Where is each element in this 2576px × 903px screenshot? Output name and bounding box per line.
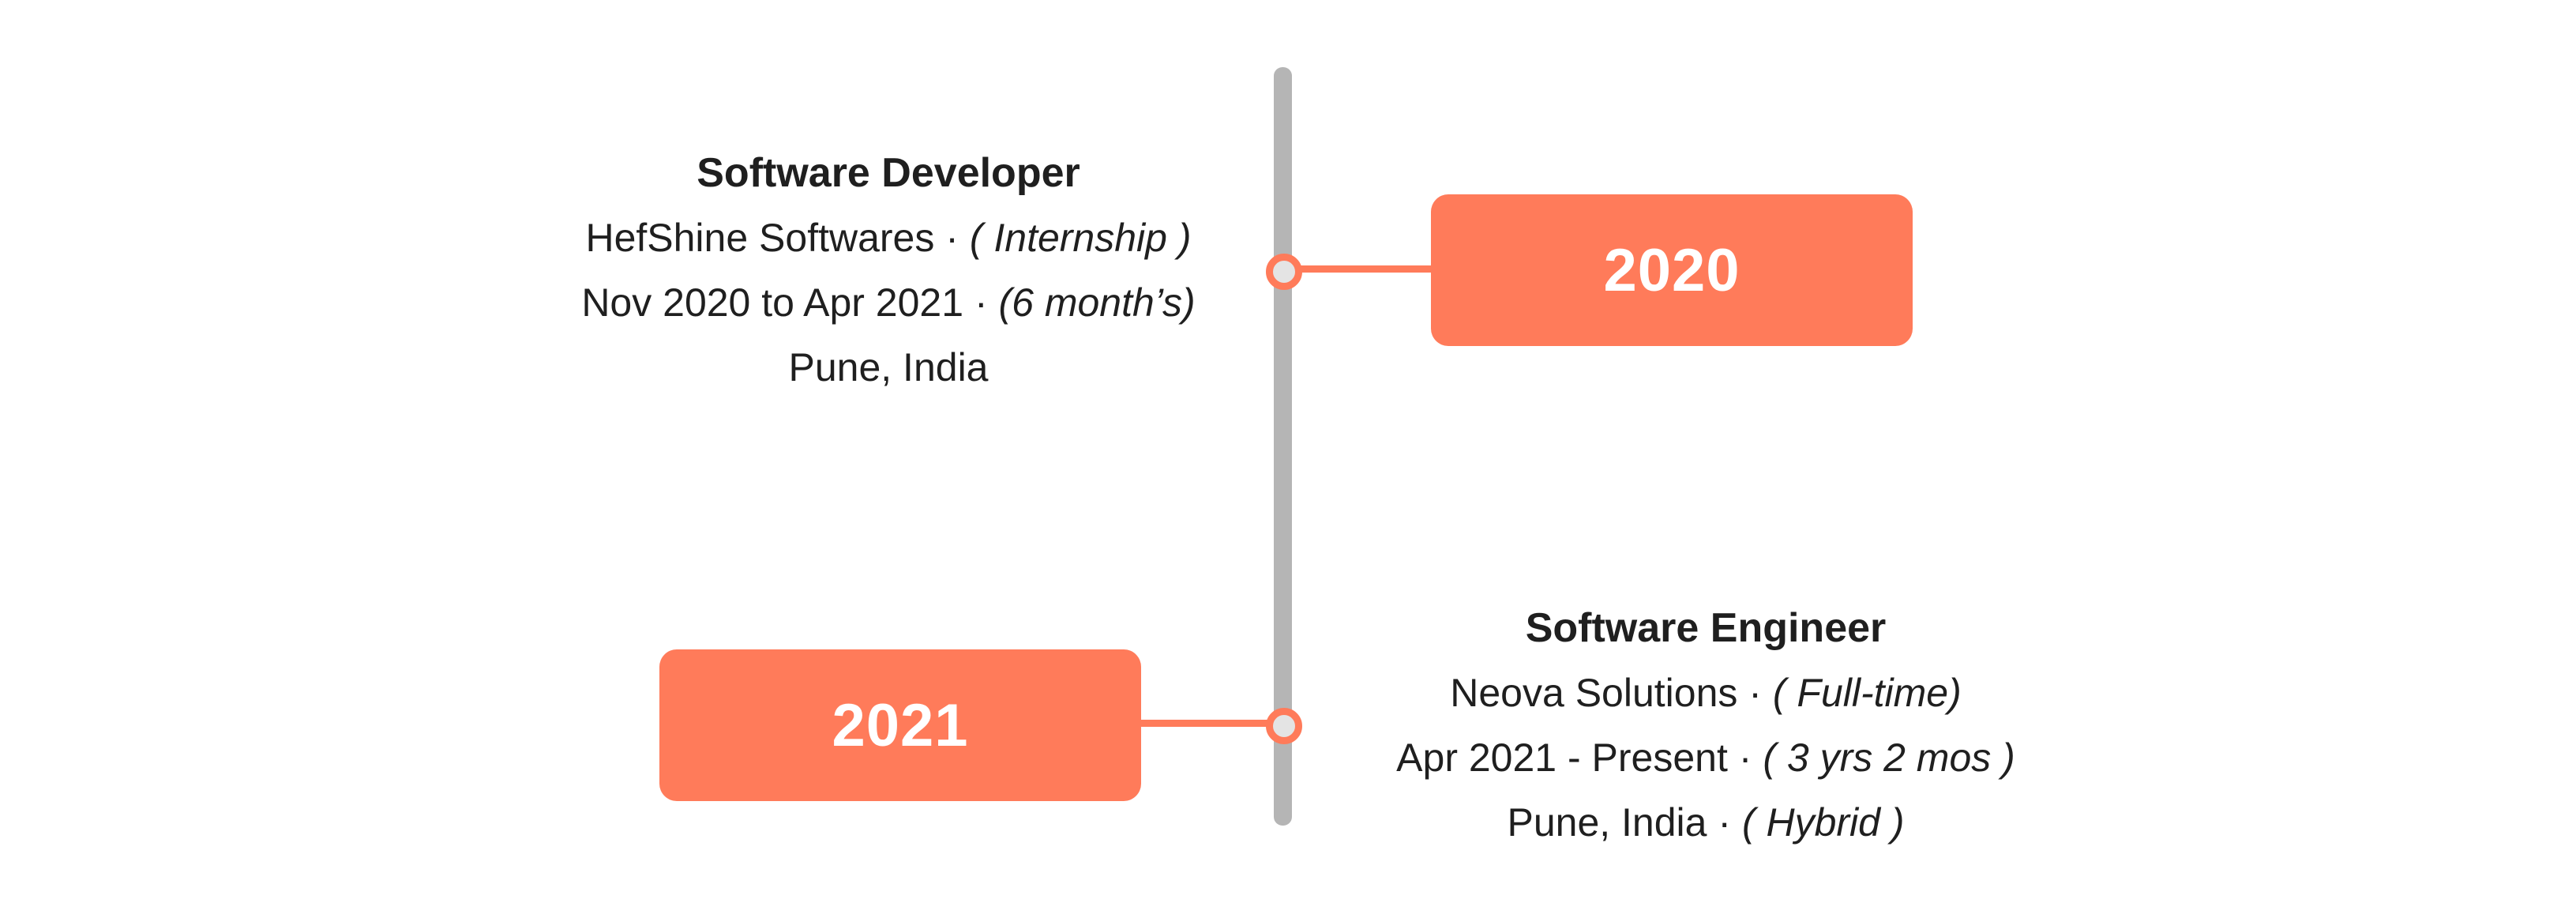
duration: (6 month’s) <box>998 280 1196 325</box>
employment-type: ( Full-time) <box>1772 671 1962 715</box>
year-label: 2020 <box>1603 236 1740 304</box>
experience-entry-1: Software Developer HefShine Softwares · … <box>494 141 1283 400</box>
experience-entry-2: Software Engineer Neova Solutions · ( Fu… <box>1311 596 2101 855</box>
location: Pune, India <box>788 345 989 389</box>
timeline-node-2021 <box>1266 708 1302 744</box>
separator: · <box>1718 800 1732 845</box>
location-line: Pune, India <box>494 335 1283 400</box>
company-name: HefShine Softwares <box>585 216 935 260</box>
job-title: Software Engineer <box>1525 605 1887 651</box>
job-title: Software Developer <box>697 150 1080 196</box>
separator: · <box>945 216 959 260</box>
timeline-node-2020 <box>1266 254 1302 290</box>
company-line: HefShine Softwares · ( Internship ) <box>494 205 1283 270</box>
company-name: Neova Solutions <box>1450 671 1738 715</box>
year-badge-2020: 2020 <box>1431 194 1913 346</box>
company-line: Neova Solutions · ( Full-time) <box>1311 660 2101 725</box>
year-badge-2021: 2021 <box>659 649 1141 801</box>
duration: ( 3 yrs 2 mos ) <box>1763 736 2015 780</box>
date-range: Nov 2020 to Apr 2021 <box>581 280 964 325</box>
connector-2021 <box>1137 720 1279 727</box>
employment-type: ( Internship ) <box>969 216 1192 260</box>
date-range: Apr 2021 - Present <box>1396 736 1728 780</box>
work-mode: ( Hybrid ) <box>1741 800 1905 845</box>
dates-line: Nov 2020 to Apr 2021 · (6 month’s) <box>494 270 1283 335</box>
connector-2020 <box>1295 265 1437 273</box>
separator: · <box>1748 671 1762 715</box>
location: Pune, India <box>1507 800 1707 845</box>
dates-line: Apr 2021 - Present · ( 3 yrs 2 mos ) <box>1311 725 2101 790</box>
year-label: 2021 <box>832 691 969 759</box>
separator: · <box>1738 736 1752 780</box>
separator: · <box>974 280 988 325</box>
location-line: Pune, India · ( Hybrid ) <box>1311 790 2101 855</box>
